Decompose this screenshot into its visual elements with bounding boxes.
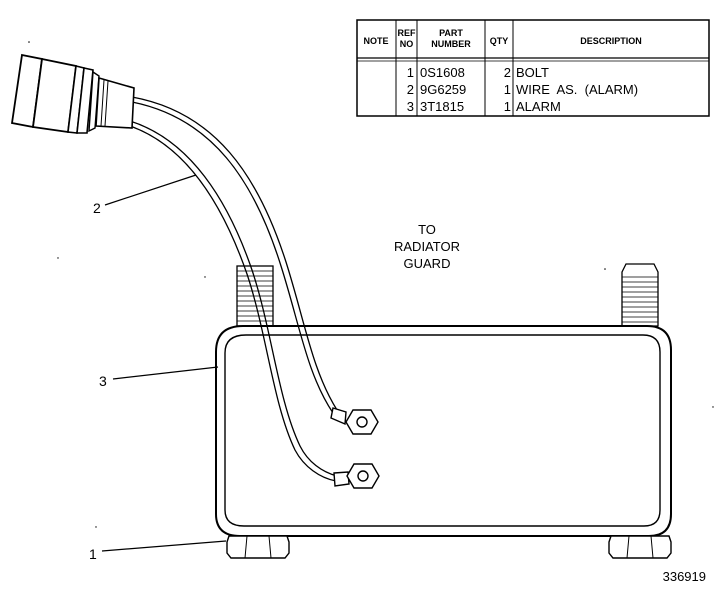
right-stud-bolt <box>621 263 659 327</box>
header-part-line1: PART <box>439 28 463 38</box>
table-border <box>356 19 710 117</box>
left-stud-bolt <box>236 265 274 327</box>
left-nut-body <box>226 535 290 559</box>
connector-ring-2 <box>76 67 94 134</box>
callout-labels: 2 3 1 <box>89 200 107 562</box>
row2-desc: WIRE AS. (ALARM) <box>516 82 638 97</box>
header-ref-line1: REF <box>398 28 417 38</box>
connector-plug <box>10 53 135 134</box>
parts-table <box>356 19 710 117</box>
right-nut <box>608 535 672 559</box>
wire-lower-a <box>129 120 338 477</box>
row1-qty: 2 <box>504 65 511 80</box>
header-ref-line2: NO <box>400 39 414 49</box>
wire-upper-a <box>131 96 338 411</box>
header-qty: QTY <box>490 36 509 46</box>
right-nut-body <box>608 535 672 559</box>
note-to-radiator-guard: TO RADIATOR GUARD <box>394 222 460 271</box>
left-nut-facets <box>244 535 272 559</box>
header-part-line2: NUMBER <box>431 39 471 49</box>
row2-part: 9G6259 <box>420 82 466 97</box>
lower-terminal-crimp <box>333 471 350 487</box>
alarm-housing-outer <box>215 325 672 537</box>
upper-ring-terminal <box>330 407 379 435</box>
note-line-1: TO <box>418 222 436 237</box>
row3-qty: 1 <box>504 99 511 114</box>
row2-ref: 2 <box>407 82 414 97</box>
leader-1 <box>101 540 227 552</box>
parts-table-headers: NOTE REF NO PART NUMBER QTY DESCRIPTION <box>363 28 641 49</box>
left-nut <box>226 535 290 559</box>
callout-1: 1 <box>89 546 97 562</box>
figure-number: 336919 <box>663 569 706 584</box>
row1-desc: BOLT <box>516 65 549 80</box>
note-line-3: GUARD <box>404 256 451 271</box>
alarm-housing <box>215 325 672 537</box>
alarm-housing-inner <box>224 334 661 527</box>
callout-2: 2 <box>93 200 101 216</box>
callout-leaders <box>101 174 227 552</box>
leader-3 <box>112 366 219 380</box>
row3-desc: ALARM <box>516 99 561 114</box>
header-note: NOTE <box>363 36 388 46</box>
connector-collar <box>88 70 100 133</box>
wire-lower-b <box>129 125 337 482</box>
row2-qty: 1 <box>504 82 511 97</box>
header-description: DESCRIPTION <box>580 36 642 46</box>
lower-ring-terminal <box>333 463 380 489</box>
note-line-2: RADIATOR <box>394 239 460 254</box>
upper-terminal-hole <box>356 416 368 428</box>
leader-2 <box>104 174 197 206</box>
right-stud-threads <box>622 276 658 323</box>
right-nut-facets <box>626 535 654 559</box>
connector-boot-ridges <box>100 79 109 127</box>
row1-ref: 1 <box>407 65 414 80</box>
wire-upper-b <box>131 101 334 414</box>
callout-3: 3 <box>99 373 107 389</box>
lower-terminal-hole <box>357 470 369 482</box>
parts-table-rows: 1 0S1608 2 BOLT 2 9G6259 1 WIRE AS. (ALA… <box>407 65 638 114</box>
row3-ref: 3 <box>407 99 414 114</box>
wire-assembly <box>129 96 338 482</box>
scan-specks <box>28 41 714 528</box>
row1-part: 0S1608 <box>420 65 465 80</box>
row3-part: 3T1815 <box>420 99 464 114</box>
upper-terminal-crimp <box>330 407 347 426</box>
